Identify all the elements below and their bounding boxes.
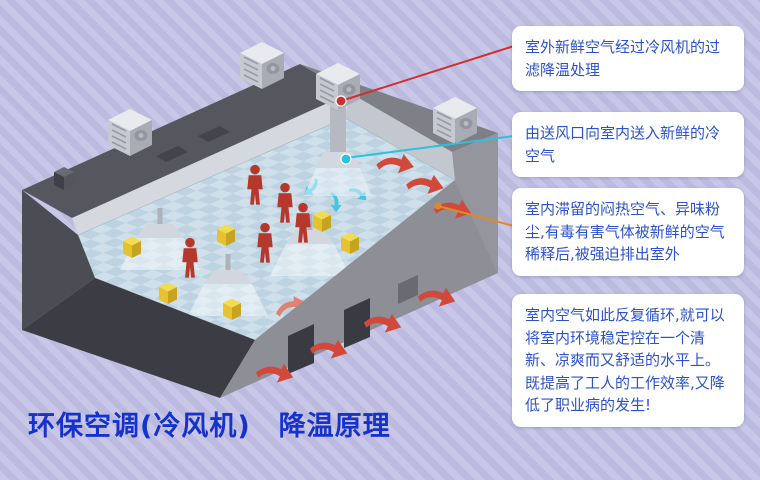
roof-back-band [22,64,350,218]
callout-stale-air-exhaust: 室内滞留的闷热空气、异味粉尘,有毒有害气体被新鲜的空气稀释后,被强迫排出室外 [512,188,744,276]
connector-red-line [343,45,515,101]
factory-machine [123,236,141,258]
factory-machine [217,224,235,246]
factory-machine [313,210,331,232]
exhaust-doorway [344,298,370,348]
callout-outdoor-air-filtering: 室外新鲜空气经过冷风机的过滤降温处理 [512,26,744,91]
front-left-wall [22,278,255,398]
connector-cyan-dot [340,153,352,165]
callout-text: 由送风口向室内送入新鲜的冷空气 [525,124,721,165]
callout-text: 室外新鲜空气经过冷风机的过滤降温处理 [525,38,721,79]
front-walls [22,180,498,398]
callout-text: 室内滞留的闷热空气、异味粉尘,有毒有害气体被新鲜的空气稀释后,被强迫排出室外 [525,200,725,263]
right-corner-wall [452,133,498,273]
cool-air-beam [304,168,372,196]
exhaust-doorway [288,324,314,374]
page-title: 环保空调(冷风机) 降温原理 [28,411,391,442]
factory-machine [159,282,177,304]
supply-duct [330,100,346,152]
roof-vent [198,126,230,142]
connector-red-dot [335,95,347,107]
connector-orange-line [437,205,515,227]
connector-cyan-line [345,135,515,159]
connector-orange-dot [434,202,442,210]
factory-machine [223,298,241,320]
interior-back-wall [72,93,350,235]
left-outer-wall [22,190,95,330]
roof-vent [156,146,188,162]
callout-cool-air-supply: 由送风口向室内送入新鲜的冷空气 [512,112,744,177]
callout-circulation-benefits: 室内空气如此反复循环,就可以将室内环境稳定控在一个清新、凉爽而又舒适的水平上。既… [512,294,744,427]
callout-connectors [335,45,515,227]
factory-machine [341,232,359,254]
interior-right-wall [345,93,455,180]
roof-chimney [54,167,74,190]
callout-text: 室内空气如此反复循环,就可以将室内环境稳定控在一个清新、凉爽而又舒适的水平上。既… [525,306,725,414]
exhaust-vent [398,275,418,304]
